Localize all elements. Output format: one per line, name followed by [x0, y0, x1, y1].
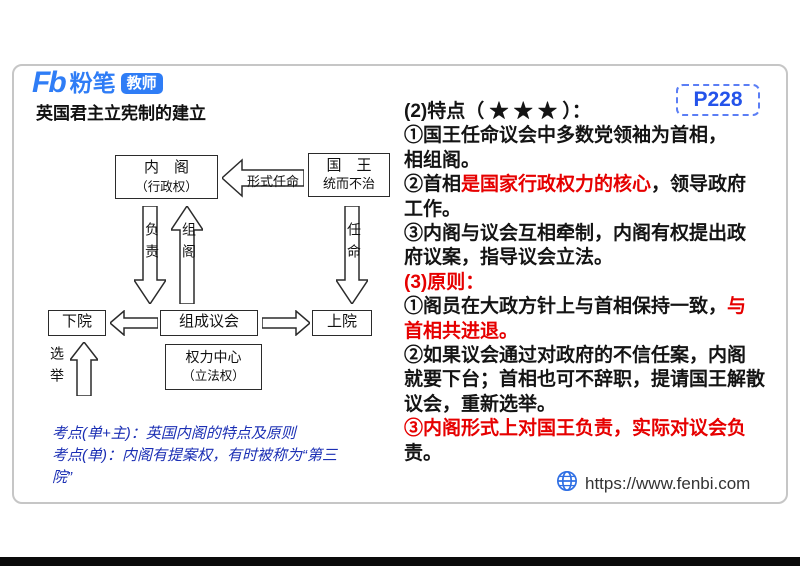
page-number-badge: P228 — [676, 84, 760, 116]
king-label: 国 王 — [326, 157, 372, 174]
slide-title: 英国君主立宪制的建立 — [36, 104, 206, 123]
king-sublabel: 统而不治 — [322, 176, 375, 192]
content-line: 议会，重新选举。 — [404, 393, 776, 417]
content-line: ②如果议会通过对政府的不信任案，内阁 — [404, 344, 776, 368]
content-line: 相组阁。 — [404, 149, 776, 173]
form-cabinet-label: 组阁 — [180, 222, 195, 266]
to-upper-house-arrow-right — [262, 310, 310, 336]
content-line: 工作。 — [404, 198, 776, 222]
content-segment: 工作。 — [404, 198, 462, 220]
note-line: 院” — [52, 468, 72, 486]
power-center-sublabel: （立法权） — [182, 368, 245, 383]
fenbi-brand-text: 粉笔 — [69, 69, 116, 96]
fenbi-logo: Fb 粉笔 教师 — [24, 66, 171, 100]
content-segment: ②首相 — [404, 174, 462, 196]
lower-house-box: 下院 — [48, 310, 106, 336]
cabinet-label: 内 阁 — [143, 160, 189, 177]
content-line: ③内阁与议会互相牵制，内阁有权提出政 — [404, 222, 776, 246]
bottom-black-bar — [0, 557, 800, 566]
content-line: (2)特点（ ★ ★ ★ ）： — [404, 100, 776, 124]
content-segment: 与 — [727, 296, 747, 318]
content-segment: ③内阁形式上对国王负责，实际对议会负 — [404, 418, 747, 440]
lower-house-label: 下院 — [61, 314, 92, 331]
appointment-arrow-down — [336, 206, 368, 304]
content-segment: 责。 — [404, 442, 443, 464]
content-lines: (2)特点（ ★ ★ ★ ）：①国王任命议会中多数党领袖为首相，相组阁。②首相是… — [404, 100, 776, 466]
content-line: (3)原则： — [404, 271, 776, 295]
content-segment: ①阁员在大政方针上与首相保持一致， — [404, 296, 728, 318]
election-label: 选举 — [48, 346, 63, 390]
content-line: 首相共进退。 — [404, 320, 776, 344]
footer: https://www.fenbi.com — [556, 470, 750, 497]
content-segment: 首相共进退。 — [404, 320, 519, 342]
constitutional-monarchy-diagram: 内 阁 （行政权） 国 王 统而不治 下院 组成议会 上院 权力中心 （立法权）… — [30, 140, 410, 402]
compose-parliament-box: 组成议会 — [160, 310, 258, 336]
exam-point-notes: 考点(单+主)：英国内阁的特点及原则考点(单)：内阁有提案权，有时被称为“第三院… — [52, 423, 397, 488]
content-line: 府议案，指导议会立法。 — [404, 246, 776, 270]
form-cabinet-arrow-up — [171, 206, 203, 304]
content-segment: ②如果议会通过对政府的不信任案，内阁 — [404, 345, 747, 367]
formal-appointment-arrow — [222, 158, 304, 198]
content-segment: ，领导政府 — [651, 174, 747, 196]
content-segment: (2)特点（ ★ ★ ★ ）： — [404, 101, 591, 122]
content-segment: 相组阁。 — [404, 149, 481, 171]
content-line: ③内阁形式上对国王负责，实际对议会负 — [404, 417, 776, 441]
content-segment: 是国家行政权力的核心 — [461, 174, 652, 196]
globe-icon — [556, 470, 578, 497]
upper-house-box: 上院 — [312, 310, 372, 336]
content-line: 就要下台；首相也可不辞职，提请国王解散 — [404, 368, 776, 392]
upper-house-label: 上院 — [326, 314, 357, 331]
responsible-arrow-down — [134, 206, 166, 304]
cabinet-box: 内 阁 （行政权） — [115, 155, 218, 199]
content-line: 责。 — [404, 442, 776, 466]
content-segment: ①国王任命议会中多数党领袖为首相， — [404, 125, 728, 147]
power-center-box: 权力中心 （立法权） — [165, 344, 262, 390]
responsible-label: 负责 — [143, 222, 158, 266]
teacher-badge: 教师 — [120, 72, 163, 94]
note-line: 考点(单)：内阁有提案权，有时被称为“第三 — [52, 446, 337, 464]
formal-appointment-label: 形式任命 — [246, 174, 299, 189]
content-line: ①阁员在大政方针上与首相保持一致，与 — [404, 295, 776, 319]
content-segment: ③内阁与议会互相牵制，内阁有权提出政 — [404, 223, 747, 245]
content-segment: 府议案，指导议会立法。 — [404, 247, 614, 269]
power-center-label: 权力中心 — [185, 350, 242, 366]
content-segment: 议会，重新选举。 — [404, 393, 557, 415]
compose-parliament-label: 组成议会 — [178, 314, 239, 331]
content-segment: (3)原则： — [404, 271, 485, 293]
cabinet-sublabel: （行政权） — [135, 179, 198, 194]
fenbi-url: https://www.fenbi.com — [585, 473, 751, 493]
king-box: 国 王 统而不治 — [308, 153, 390, 197]
election-arrow-up — [70, 342, 98, 396]
content-segment: 就要下台；首相也可不辞职，提请国王解散 — [404, 369, 766, 391]
to-lower-house-arrow-left — [110, 310, 158, 336]
note-line: 考点(单+主)：英国内阁的特点及原则 — [52, 425, 296, 442]
content-line: ①国王任命议会中多数党领袖为首相， — [404, 124, 776, 148]
content-line: ②首相是国家行政权力的核心，领导政府 — [404, 173, 776, 197]
appointment-label: 任命 — [345, 222, 360, 266]
fenbi-fb-mark-icon: Fb — [32, 66, 67, 99]
